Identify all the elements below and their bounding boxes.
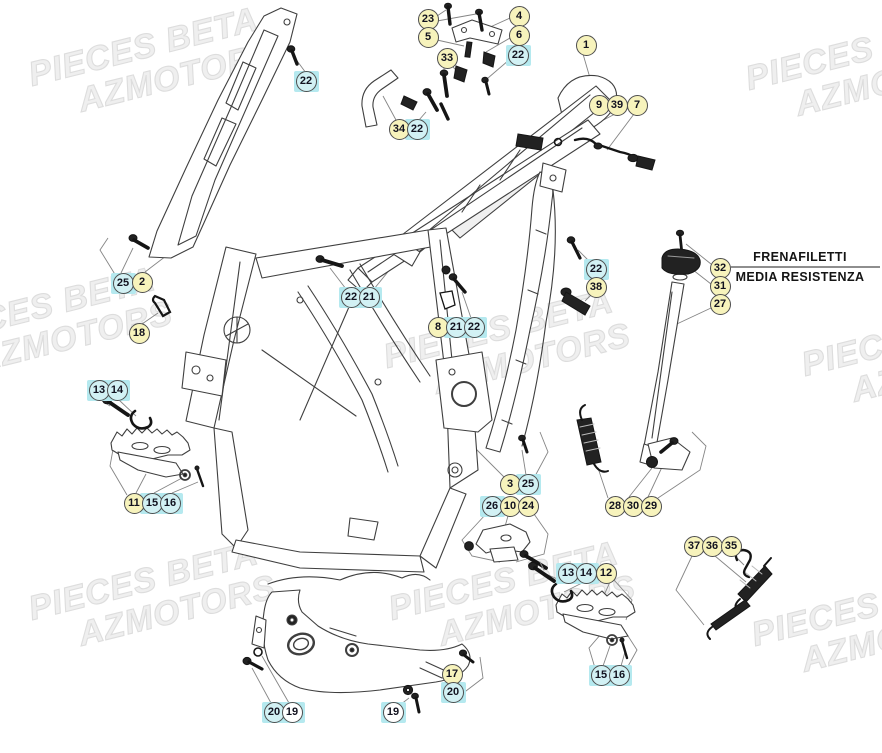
callout-35[interactable]: 35 xyxy=(720,535,742,557)
callout-37[interactable]: 37 xyxy=(683,535,705,557)
callout-31[interactable]: 31 xyxy=(709,275,731,297)
callout-33[interactable]: 33 xyxy=(436,47,458,69)
callout-36[interactable]: 36 xyxy=(701,535,723,557)
callout-14[interactable]: 14 xyxy=(106,379,128,401)
callout-1[interactable]: 1 xyxy=(575,34,597,56)
callout-22[interactable]: 22 xyxy=(340,286,362,308)
callout-39[interactable]: 39 xyxy=(606,94,628,116)
left-footpeg xyxy=(110,427,191,481)
callout-20[interactable]: 20 xyxy=(442,681,464,703)
callout-21[interactable]: 21 xyxy=(445,316,467,338)
callout-6[interactable]: 6 xyxy=(508,24,530,46)
callout-29[interactable]: 29 xyxy=(640,495,662,517)
callout-17[interactable]: 17 xyxy=(441,663,463,685)
callout-7[interactable]: 7 xyxy=(626,94,648,116)
grab-handle xyxy=(361,69,399,128)
callout-15[interactable]: 15 xyxy=(590,664,612,686)
callout-25[interactable]: 25 xyxy=(517,473,539,495)
right-footpeg xyxy=(555,589,636,646)
callout-5[interactable]: 5 xyxy=(417,26,439,48)
callout-20[interactable]: 20 xyxy=(263,701,285,723)
callout-34[interactable]: 34 xyxy=(388,118,410,140)
callout-16[interactable]: 16 xyxy=(159,492,181,514)
callout-22[interactable]: 22 xyxy=(463,316,485,338)
rear-slider xyxy=(485,162,567,453)
callout-12[interactable]: 12 xyxy=(595,562,617,584)
callout-14[interactable]: 14 xyxy=(575,562,597,584)
callout-19[interactable]: 19 xyxy=(382,701,404,723)
callout-15[interactable]: 15 xyxy=(141,492,163,514)
callout-25[interactable]: 25 xyxy=(112,272,134,294)
callout-8[interactable]: 8 xyxy=(427,316,449,338)
left-rail xyxy=(148,7,298,259)
callout-38[interactable]: 38 xyxy=(585,276,607,298)
callout-4[interactable]: 4 xyxy=(508,5,530,27)
callout-22[interactable]: 22 xyxy=(585,258,607,280)
note-media-resistenza: MEDIA RESISTENZA xyxy=(735,270,865,284)
callout-13[interactable]: 13 xyxy=(557,562,579,584)
callout-24[interactable]: 24 xyxy=(517,495,539,517)
note-frenafiletti: FRENAFILETTI xyxy=(753,250,847,264)
callout-16[interactable]: 16 xyxy=(608,664,630,686)
hardware xyxy=(102,2,773,714)
callout-22[interactable]: 22 xyxy=(507,44,529,66)
callout-27[interactable]: 27 xyxy=(709,293,731,315)
callout-10[interactable]: 10 xyxy=(499,495,521,517)
callout-21[interactable]: 21 xyxy=(358,286,380,308)
callout-18[interactable]: 18 xyxy=(128,322,150,344)
callout-30[interactable]: 30 xyxy=(622,495,644,517)
fender-bracket xyxy=(451,19,503,45)
callout-22[interactable]: 22 xyxy=(295,70,317,92)
callout-19[interactable]: 19 xyxy=(281,701,303,723)
callout-22[interactable]: 22 xyxy=(406,118,428,140)
callout-2[interactable]: 2 xyxy=(131,271,153,293)
